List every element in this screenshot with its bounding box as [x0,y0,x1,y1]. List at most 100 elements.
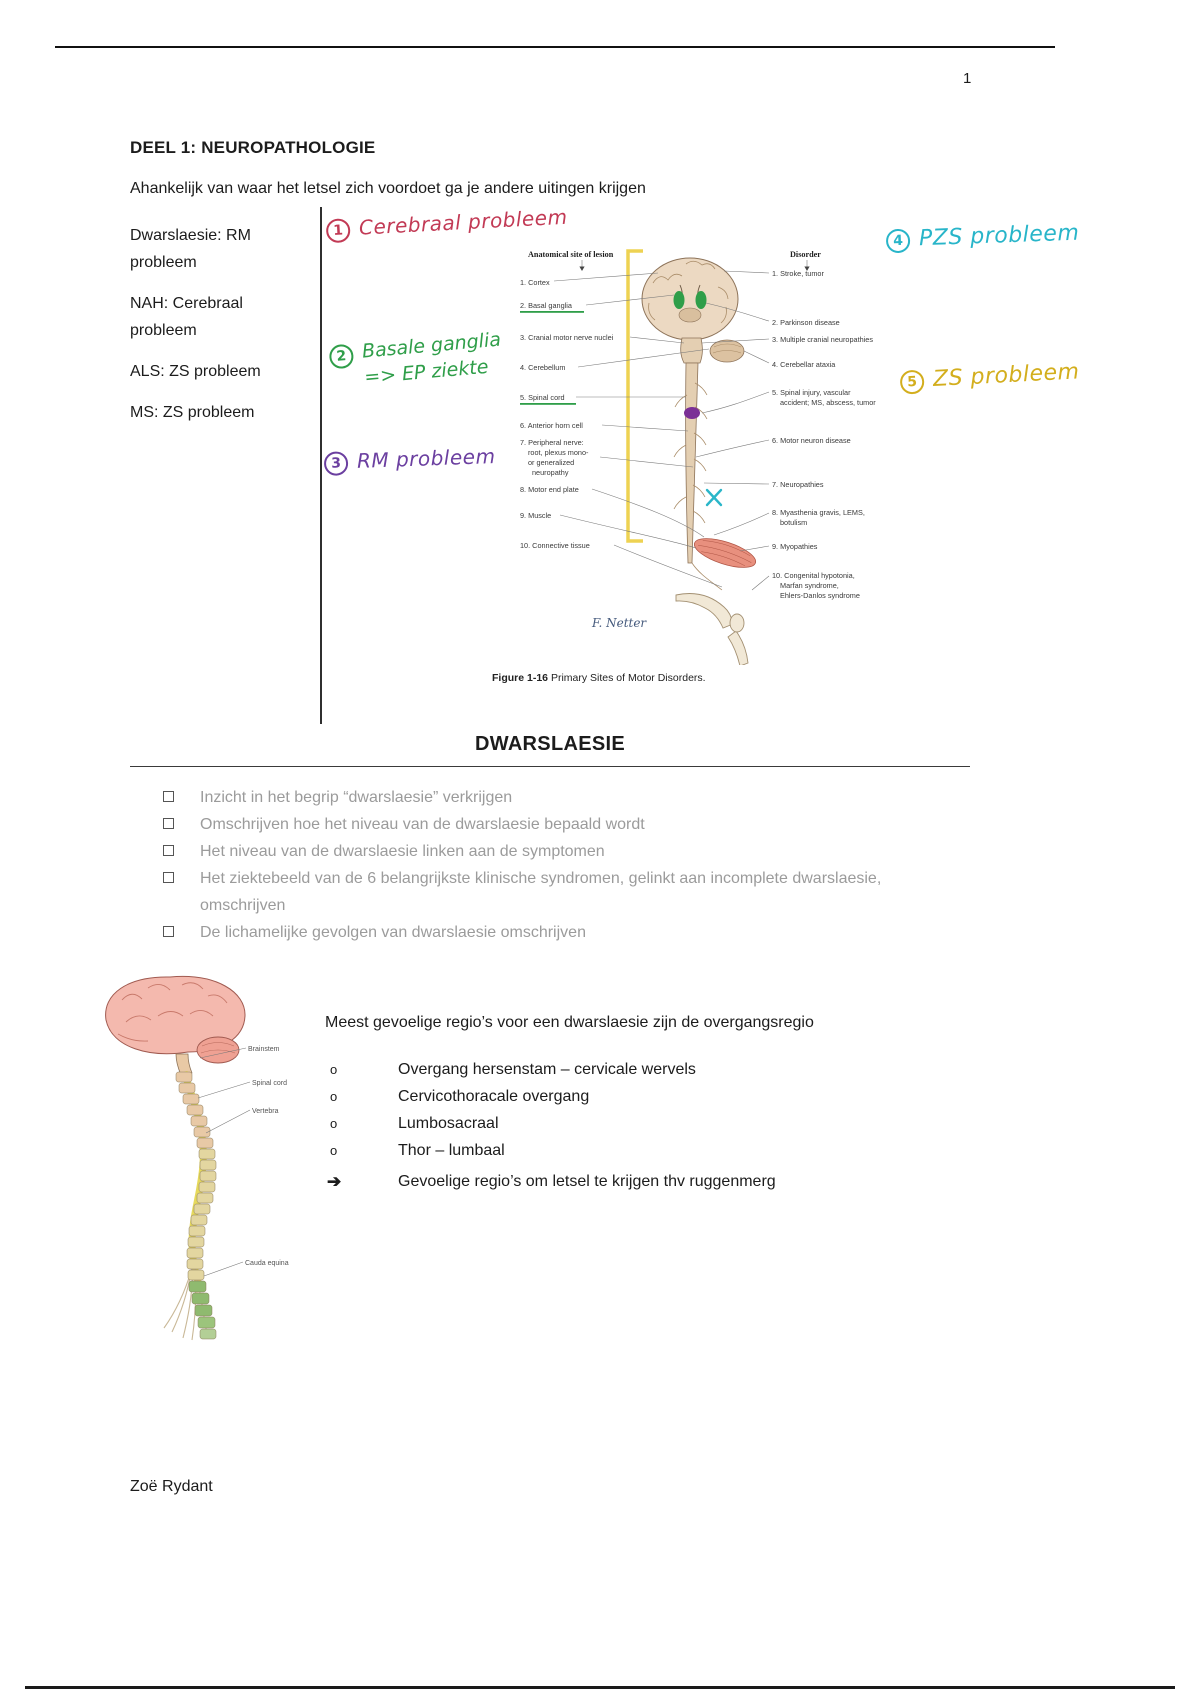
brainstem-label: Brainstem [248,1046,280,1053]
objective-text: Omschrijven hoe het niveau van de dwarsl… [200,816,645,833]
regions-bullet-list: o Overgang hersenstam – cervicale wervel… [325,1056,985,1195]
disorder-label: 7. Neuropathies [772,480,824,489]
purple-lesion-mark [684,407,700,419]
arrow-icon: ➔ [327,1172,342,1191]
brain-illustration [641,257,739,341]
handwritten-note-cerebraal: 1 Cerebraal probleem [325,205,568,244]
bullet-text: Lumbosacraal [398,1115,499,1132]
disorder-label: 2. Parkinson disease [772,318,840,327]
disorder-label: 1. Stroke, tumor [772,269,824,278]
disorder-leader-lines [695,270,770,591]
site-column-header: Anatomical site of lesion [528,250,614,259]
vertical-divider [320,207,322,724]
site-label: 9. Muscle [520,511,551,520]
objective-item: De lichamelijke gevolgen van dwarslaesie… [163,919,938,946]
site-label: root, plexus mono- [528,448,589,457]
disorder-label: 5. Spinal injury, vascular [772,388,851,397]
side-note-nah: NAH: Cerebraal probleem [130,295,243,339]
site-label: or generalized [528,458,574,467]
site-label: 3. Cranial motor nerve nuclei [520,333,614,342]
site-label: 10. Connective tissue [520,541,590,550]
figure-column-headers: Anatomical site of lesion Disorder [528,250,821,271]
figure-caption-text: Primary Sites of Motor Disorders. [548,672,706,684]
site-label: 7. Peripheral nerve: [520,438,584,447]
checkbox-icon [163,872,174,883]
muscle-illustration [693,538,757,568]
objective-text: Inzicht in het begrip “dwarslaesie” verk… [200,789,513,806]
conclusion-text: Gevoelige regio’s om letsel te krijgen t… [398,1173,776,1190]
spinal-cord-illustration [673,362,708,564]
site-label: 4. Cerebellum [520,363,565,372]
objective-text: Het ziektebeeld van de 6 belangrijkste k… [200,870,882,914]
site-label: 1. Cortex [520,278,550,287]
site-labels: 1. Cortex 2. Basal ganglia 3. Cranial mo… [520,278,614,550]
cauda-equina-label: Cauda equina [245,1260,289,1267]
disorder-label: accident; MS, abscess, tumor [780,398,876,407]
handwritten-note-basale-ganglia: 2 Basale ganglia => EP ziekte [328,329,504,392]
bullet-icon: o [330,1143,338,1158]
site-leader-lines [553,272,723,588]
page-title: DEEL 1: NEUROPATHOLOGIE [130,138,376,157]
brain-spine-figure: Brainstem Spinal cord Vertebra Cauda equ… [105,975,289,1341]
handwritten-note-rm: 3 RM probleem [323,444,496,476]
figure-caption: Figure 1-16 Primary Sites of Motor Disor… [492,672,706,684]
circled-number-1-icon: 1 [325,218,351,244]
intro-text: Ahankelijk van waar het letsel zich voor… [130,180,646,197]
annotation-text: Basale ganglia => EP ziekte [361,329,504,389]
bullet-item: o Overgang hersenstam – cervicale wervel… [325,1056,985,1083]
circled-number-2-icon: 2 [328,343,355,370]
brainstem-cerebellum-illustration [680,337,745,364]
disorder-label: botulism [780,518,807,527]
disorder-label: 8. Myasthenia gravis, LEMS, [772,508,865,517]
brain-lateral-illustration [105,975,246,1076]
checkbox-icon [163,926,174,937]
bullet-text: Thor – lumbaal [398,1142,505,1159]
regions-intro-text: Meest gevoelige regio’s voor een dwarsla… [325,1014,814,1031]
site-label: 5. Spinal cord [520,393,565,402]
green-underline [520,403,576,405]
disorder-label: 10. Congenital hypotonia, [772,571,855,580]
knee-illustration [675,593,749,665]
green-underline [520,311,584,313]
yellow-bracket-highlight [626,249,643,543]
objective-text: De lichamelijke gevolgen van dwarslaesie… [200,924,586,941]
section-title-rule [130,766,970,767]
side-notes: Dwarslaesie: RM probleem NAH: Cerebraal … [130,222,310,440]
netter-signature: F. Netter [591,616,647,630]
bullet-icon: o [330,1089,338,1104]
bottom-rule [25,1686,1175,1689]
bullet-icon: o [330,1116,338,1131]
bullet-icon: o [330,1062,338,1077]
vertebral-column-illustration [175,1071,217,1340]
annotation-text: Cerebraal probleem [358,204,569,240]
disorder-label: Marfan syndrome, [780,581,839,590]
figure-caption-number: Figure 1-16 [492,672,549,684]
bullet-item: o Thor – lumbaal [325,1137,985,1164]
disorder-label: 3. Multiple cranial neuropathies [772,335,873,344]
disorder-label: 6. Motor neuron disease [772,436,851,445]
cyan-x-mark [705,488,723,507]
bullet-item: o Lumbosacraal [325,1110,985,1137]
learning-objectives-list: Inzicht in het begrip “dwarslaesie” verk… [163,784,938,946]
checkbox-icon [163,818,174,829]
circled-number-3-icon: 3 [323,451,349,476]
disorder-label: Ehlers-Danlos syndrome [780,591,860,600]
annotation-text: RM probleem [356,444,496,473]
objective-item: Inzicht in het begrip “dwarslaesie” verk… [163,784,938,811]
vertebra-label: Vertebra [252,1108,279,1115]
checkbox-icon [163,845,174,856]
author-name: Zoë Rydant [130,1478,213,1495]
side-note-ms: MS: ZS probleem [130,404,255,421]
objective-item: Het niveau van de dwarslaesie linken aan… [163,838,938,865]
spinal-cord-label: Spinal cord [252,1080,287,1087]
disorder-label: 4. Cerebellar ataxia [772,360,836,369]
top-rule [55,46,1055,48]
conclusion-item: ➔ Gevoelige regio’s om letsel te krijgen… [325,1168,985,1195]
section-title-dwarslaesie: DWARSLAESIE [475,733,625,755]
objective-text: Het niveau van de dwarslaesie linken aan… [200,843,605,860]
bullet-text: Overgang hersenstam – cervicale wervels [398,1061,696,1078]
site-label: neuropathy [532,468,569,477]
site-label: 6. Anterior horn cell [520,421,583,430]
objective-item: Omschrijven hoe het niveau van de dwarsl… [163,811,938,838]
